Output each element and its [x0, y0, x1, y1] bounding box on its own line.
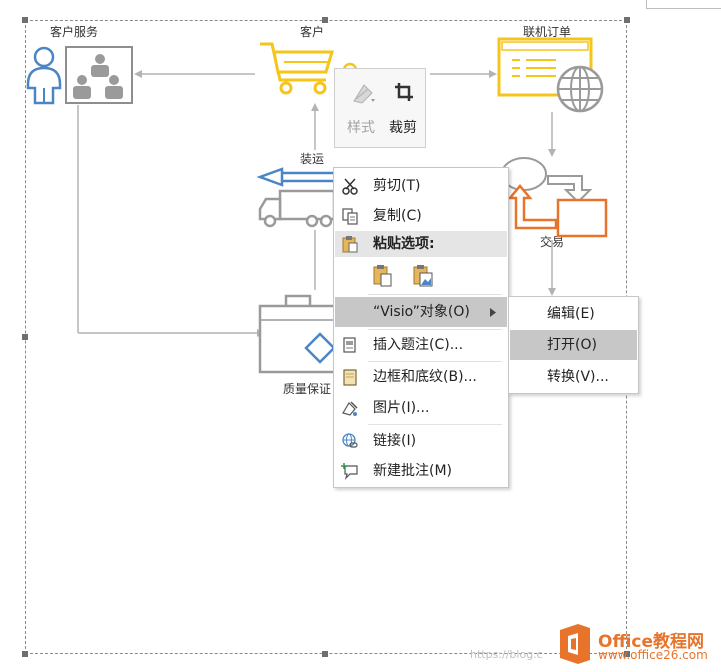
mini-toolbar: 样式 裁剪: [334, 68, 426, 148]
label-shipping: 装运: [300, 152, 325, 166]
menu-item-visio-object[interactable]: “Visio”对象(O): [335, 297, 507, 327]
online-order-icon: [497, 37, 604, 113]
submenu-item-edit-label: 编辑(E): [547, 306, 595, 322]
label-transaction: 交易: [540, 235, 565, 249]
menu-separator: [368, 361, 502, 362]
scissors-icon: [342, 178, 358, 195]
menu-item-copy-label: 复制(C): [373, 208, 422, 224]
menu-item-new-comment[interactable]: 新建批注(M): [335, 456, 507, 486]
visio-object-submenu: 编辑(E) 打开(O) 转换(V)...: [508, 296, 639, 394]
format-picture-icon: [342, 401, 358, 416]
submenu-arrow-icon: [490, 308, 496, 317]
label-online-order: 联机订单: [523, 25, 572, 39]
menu-item-picture[interactable]: 图片(I)...: [335, 393, 507, 423]
menu-item-visio-object-label: “Visio”对象(O): [373, 304, 470, 320]
menu-item-insert-caption-label: 插入题注(C)...: [373, 337, 464, 353]
copy-icon: [342, 208, 358, 225]
resize-handle-top-right[interactable]: [624, 17, 630, 23]
crop-icon: [395, 83, 413, 101]
office-logo-icon: [560, 624, 590, 664]
menu-item-link[interactable]: 链接(I): [335, 426, 507, 456]
submenu-item-open[interactable]: 打开(O): [510, 330, 637, 360]
menu-item-copy[interactable]: 复制(C): [335, 201, 507, 231]
menu-item-cut[interactable]: 剪切(T): [335, 171, 507, 201]
resize-handle-bottom-left[interactable]: [22, 651, 28, 657]
menu-separator: [368, 294, 502, 295]
menu-separator: [368, 424, 502, 425]
resize-handle-top-left[interactable]: [22, 17, 28, 23]
paste-keep-format-button[interactable]: [370, 263, 396, 289]
resize-handle-bottom-center[interactable]: [322, 651, 328, 657]
clipboard-icon: [342, 236, 358, 253]
context-menu: 剪切(T) 复制(C) 粘贴选项:: [333, 167, 509, 488]
menu-item-cut-label: 剪切(T): [373, 178, 421, 194]
submenu-item-edit[interactable]: 编辑(E): [510, 299, 637, 329]
paste-keep-source-icon: [373, 265, 392, 287]
label-quality: 质量保证: [283, 382, 332, 396]
label-customer-service: 客户服务: [50, 25, 99, 39]
customer-service-icon: [26, 46, 133, 105]
paste-options-label: 粘贴选项:: [373, 236, 435, 252]
paste-as-picture-button[interactable]: [410, 263, 436, 289]
menu-item-picture-label: 图片(I)...: [373, 400, 430, 416]
transaction-icon: [501, 157, 608, 238]
resize-handle-top-center[interactable]: [322, 17, 328, 23]
watermark-url: www.office26.com: [598, 648, 708, 662]
resize-handle-bottom-right[interactable]: [624, 651, 630, 657]
caption-icon: [343, 337, 356, 353]
crop-button[interactable]: 裁剪: [383, 77, 423, 143]
style-icon: [353, 84, 375, 104]
menu-item-new-comment-label: 新建批注(M): [373, 463, 453, 479]
submenu-item-convert[interactable]: 转换(V)...: [510, 362, 637, 392]
page-corner-mark: [646, 0, 647, 8]
paste-picture-icon: [413, 265, 433, 287]
border-shading-icon: [343, 369, 357, 386]
menu-item-insert-caption[interactable]: 插入题注(C)...: [335, 330, 507, 360]
menu-item-border-shading-label: 边框和底纹(B)...: [373, 369, 477, 385]
shipping-truck-icon: [256, 167, 336, 228]
submenu-item-open-label: 打开(O): [547, 337, 597, 353]
menu-item-link-label: 链接(I): [373, 433, 417, 449]
menu-item-border-shading[interactable]: 边框和底纹(B)...: [335, 362, 507, 392]
new-comment-icon: [341, 463, 358, 480]
label-customer: 客户: [300, 25, 325, 39]
menu-separator: [368, 329, 502, 330]
resize-handle-middle-left[interactable]: [22, 334, 28, 340]
page-corner-mark: [646, 8, 721, 9]
style-label: 样式: [347, 120, 375, 136]
faint-blog-watermark: https://blog.c: [470, 648, 543, 661]
paste-options-header: 粘贴选项:: [335, 231, 507, 257]
style-button[interactable]: 样式: [341, 77, 381, 143]
crop-label: 裁剪: [389, 120, 417, 136]
link-globe-icon: [342, 433, 358, 448]
quality-briefcase-icon: [258, 294, 338, 374]
watermark-brand: Office教程网: [598, 632, 705, 652]
submenu-item-convert-label: 转换(V)...: [547, 369, 609, 385]
